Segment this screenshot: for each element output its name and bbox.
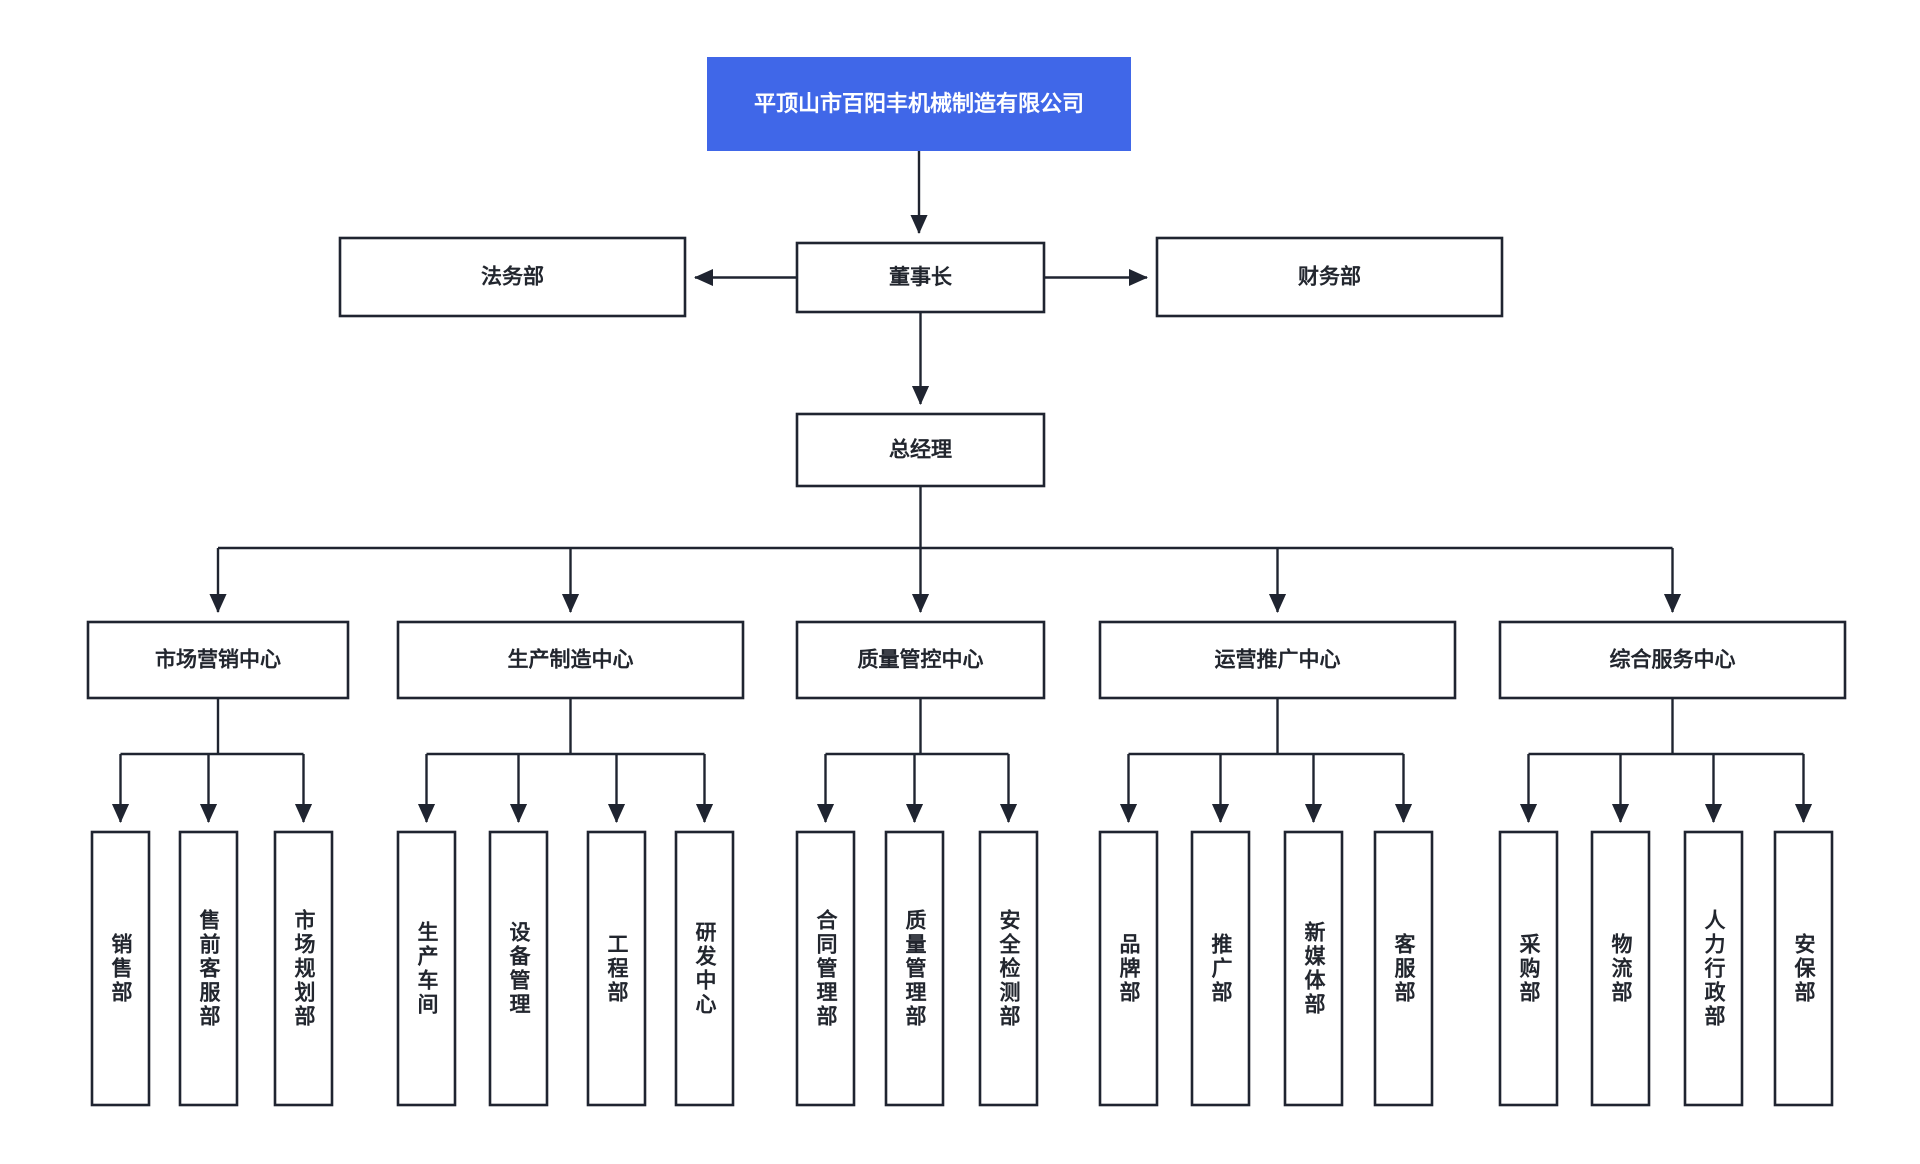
leaf-node-box-1-0[interactable] — [396, 830, 457, 1107]
general-manager-node-label: 总经理 — [889, 438, 952, 462]
root-node-label: 平顶山市百阳丰机械制造有限公司 — [754, 91, 1084, 116]
leaf-node-box-4-1[interactable] — [1590, 830, 1651, 1107]
legal-dept-node-box[interactable] — [338, 236, 687, 318]
root-node-box[interactable] — [707, 57, 1131, 151]
center-node-box-1[interactable] — [396, 620, 745, 700]
box-layer — [86, 57, 1847, 1107]
center-node-label-2: 质量管控中心 — [858, 648, 984, 672]
leaf-node-box-0-0[interactable] — [90, 830, 151, 1107]
leaf-node-box-2-1[interactable] — [884, 830, 945, 1107]
leaf-node-box-3-2[interactable] — [1283, 830, 1344, 1107]
leaf-node-box-4-3[interactable] — [1773, 830, 1834, 1107]
leaf-node-box-1-3[interactable] — [674, 830, 735, 1107]
center-node-label-1: 生产制造中心 — [508, 648, 634, 672]
chairman-node-box[interactable] — [795, 241, 1046, 314]
leaf-node-box-0-1[interactable] — [178, 830, 239, 1107]
chairman-node-label: 董事长 — [889, 265, 953, 289]
leaf-node-box-3-1[interactable] — [1190, 830, 1251, 1107]
center-node-box-0[interactable] — [86, 620, 350, 700]
finance-dept-node-label: 财务部 — [1298, 265, 1361, 289]
leaf-node-box-3-3[interactable] — [1373, 830, 1434, 1107]
center-node-box-4[interactable] — [1498, 620, 1847, 700]
leaf-node-box-4-2[interactable] — [1683, 830, 1744, 1107]
finance-dept-node-box[interactable] — [1155, 236, 1504, 318]
center-node-box-2[interactable] — [795, 620, 1046, 700]
leaf-node-box-1-1[interactable] — [488, 830, 549, 1107]
general-manager-node-box[interactable] — [795, 412, 1046, 488]
leaf-node-box-2-0[interactable] — [795, 830, 856, 1107]
connector-layer — [111, 151, 1813, 823]
leaf-node-box-4-0[interactable] — [1498, 830, 1559, 1107]
leaf-node-box-3-0[interactable] — [1098, 830, 1159, 1107]
leaf-node-box-2-2[interactable] — [978, 830, 1039, 1107]
leaf-node-box-1-2[interactable] — [586, 830, 647, 1107]
center-node-label-0: 市场营销中心 — [155, 648, 281, 672]
legal-dept-node-label: 法务部 — [481, 265, 544, 289]
center-node-box-3[interactable] — [1098, 620, 1457, 700]
center-node-label-4: 综合服务中心 — [1610, 648, 1736, 672]
center-node-label-3: 运营推广中心 — [1215, 648, 1341, 672]
leaf-node-box-0-2[interactable] — [273, 830, 334, 1107]
